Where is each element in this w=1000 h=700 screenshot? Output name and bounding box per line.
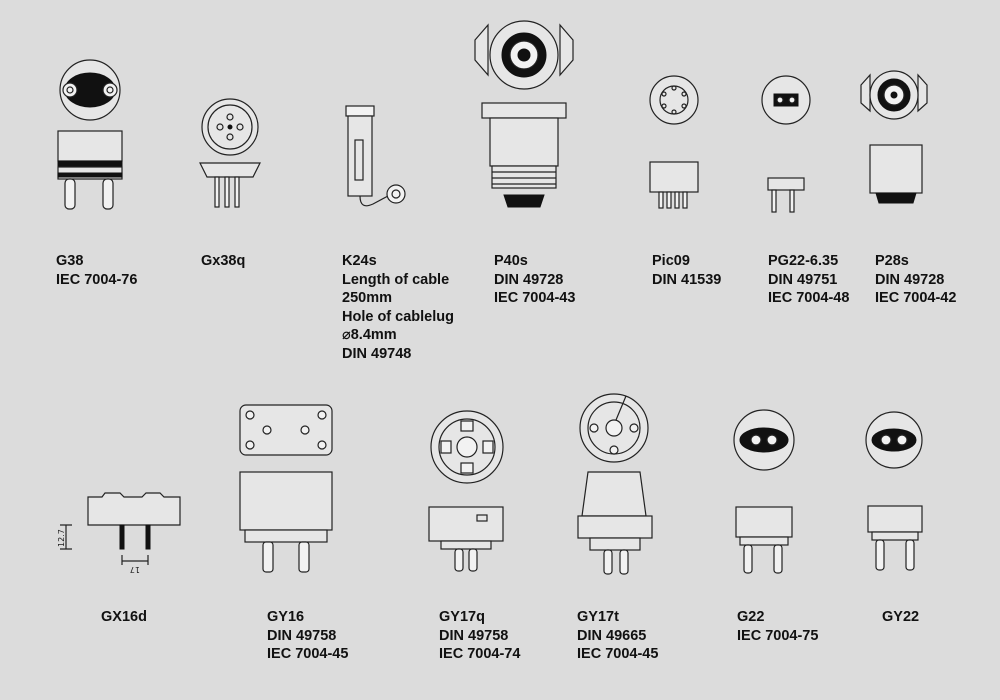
- caption-k24s-line-5: ⌀8.4mm: [342, 327, 397, 343]
- caption-gx38q-line-1: Gx38q: [201, 253, 246, 269]
- gy22-drawing: [865, 411, 923, 571]
- caption-gy16-line-1: GY16: [267, 609, 305, 625]
- caption-g38-line-2: IEC 7004-76: [56, 271, 138, 288]
- caption-gy17q: GY17q DIN 49758 IEC 7004-74: [439, 608, 520, 664]
- caption-k24s-line-4: Hole of cablelug: [342, 308, 454, 325]
- caption-k24s-line-3: 250mm: [342, 290, 392, 306]
- caption-p40s-line-1: P40s: [494, 253, 528, 269]
- base-pic09: [640, 70, 710, 215]
- caption-g22-line-2: IEC 7004-75: [737, 627, 819, 644]
- caption-pg22-line-2: DIN 49751: [768, 271, 838, 288]
- caption-gy17q-line-3: IEC 7004-74: [439, 646, 521, 662]
- caption-k24s-line-2: Length of cable: [342, 271, 450, 288]
- p28s-drawing: [860, 70, 928, 204]
- k24s-drawing: [345, 105, 406, 207]
- caption-gy16-line-2: DIN 49758: [267, 627, 337, 644]
- p40s-drawing: [474, 20, 574, 208]
- g38-drawing: [57, 59, 123, 210]
- base-gy16: [235, 400, 345, 580]
- caption-gy16: GY16 DIN 49758 IEC 7004-45: [267, 608, 348, 664]
- caption-gy17q-line-1: GY17q: [439, 609, 485, 625]
- caption-p28s-line-1: P28s: [875, 253, 909, 269]
- caption-gy17t-line-2: DIN 49665: [577, 627, 647, 644]
- base-g38: [50, 55, 140, 215]
- caption-p40s-line-3: IEC 7004-43: [494, 290, 576, 306]
- caption-gy22-line-1: GY22: [882, 609, 920, 625]
- caption-k24s-line-6: DIN 49748: [342, 345, 412, 362]
- caption-gy17q-line-2: DIN 49758: [439, 627, 509, 644]
- gy16-drawing: [239, 404, 333, 573]
- caption-pg22-line-3: IEC 7004-48: [768, 290, 850, 306]
- caption-g22-line-1: G22: [737, 609, 765, 625]
- base-gy17q: [425, 405, 515, 575]
- caption-pic09-line-1: Pic09: [652, 253, 690, 269]
- base-pg22-6-35: [758, 70, 828, 215]
- gx16d-height-dimension: 12.7: [57, 529, 66, 547]
- caption-gx16d-line-1: GX16d: [101, 609, 147, 625]
- caption-pic09: Pic09 DIN 41539: [652, 252, 721, 289]
- caption-p40s: P40s DIN 49728 IEC 7004-43: [494, 252, 575, 308]
- base-gx16d: 12.7 17: [50, 485, 200, 585]
- caption-gy22: GY22: [882, 608, 919, 627]
- base-gx38q: [195, 95, 275, 215]
- caption-gy17t-line-1: GY17t: [577, 609, 619, 625]
- caption-gy16-line-3: IEC 7004-45: [267, 646, 349, 662]
- base-gy17t: [570, 390, 665, 580]
- caption-pic09-line-2: DIN 41539: [652, 271, 722, 288]
- caption-gx38q: Gx38q: [201, 252, 245, 271]
- gy17t-drawing: [577, 393, 653, 575]
- caption-p40s-line-2: DIN 49728: [494, 271, 564, 288]
- gx38q-drawing: [199, 98, 261, 208]
- caption-gy17t-line-3: IEC 7004-45: [577, 646, 659, 662]
- caption-g22: G22 IEC 7004-75: [737, 608, 818, 645]
- caption-k24s-line-1: K24s: [342, 253, 377, 269]
- caption-pg22-6-35: PG22-6.35 DIN 49751 IEC 7004-48: [768, 252, 849, 308]
- gx16d-width-dimension: 17: [130, 565, 140, 574]
- g22-drawing: [733, 409, 795, 574]
- caption-k24s: K24s Length of cable 250mm Hole of cable…: [342, 252, 454, 363]
- caption-g38: G38 IEC 7004-76: [56, 252, 137, 289]
- base-g22: [728, 405, 808, 580]
- caption-pg22-line-1: PG22-6.35: [768, 253, 839, 269]
- base-gy22: [862, 410, 942, 580]
- caption-g38-line-1: G38: [56, 253, 84, 269]
- base-p40s: [470, 15, 590, 215]
- pic09-drawing: [649, 75, 699, 209]
- caption-gy17t: GY17t DIN 49665 IEC 7004-45: [577, 608, 658, 664]
- gy17q-drawing: [428, 410, 504, 572]
- gx16d-drawing: 12.7 17: [57, 492, 181, 574]
- caption-p28s-line-2: DIN 49728: [875, 271, 945, 288]
- base-p28s: [858, 65, 938, 215]
- caption-gx16d: GX16d: [101, 608, 147, 627]
- caption-p28s: P28s DIN 49728 IEC 7004-42: [875, 252, 956, 308]
- base-k24s: [338, 100, 418, 220]
- pg22-drawing: [761, 75, 811, 213]
- caption-p28s-line-3: IEC 7004-42: [875, 290, 957, 306]
